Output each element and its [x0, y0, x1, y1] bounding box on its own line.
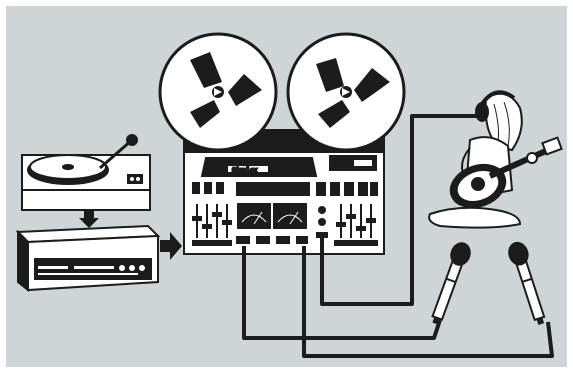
- amplifier-icon: [18, 226, 158, 290]
- recorder-brand-label: Simplex: [232, 167, 258, 174]
- tape-reel-right: [288, 34, 404, 150]
- tape-reel-left: [160, 34, 276, 150]
